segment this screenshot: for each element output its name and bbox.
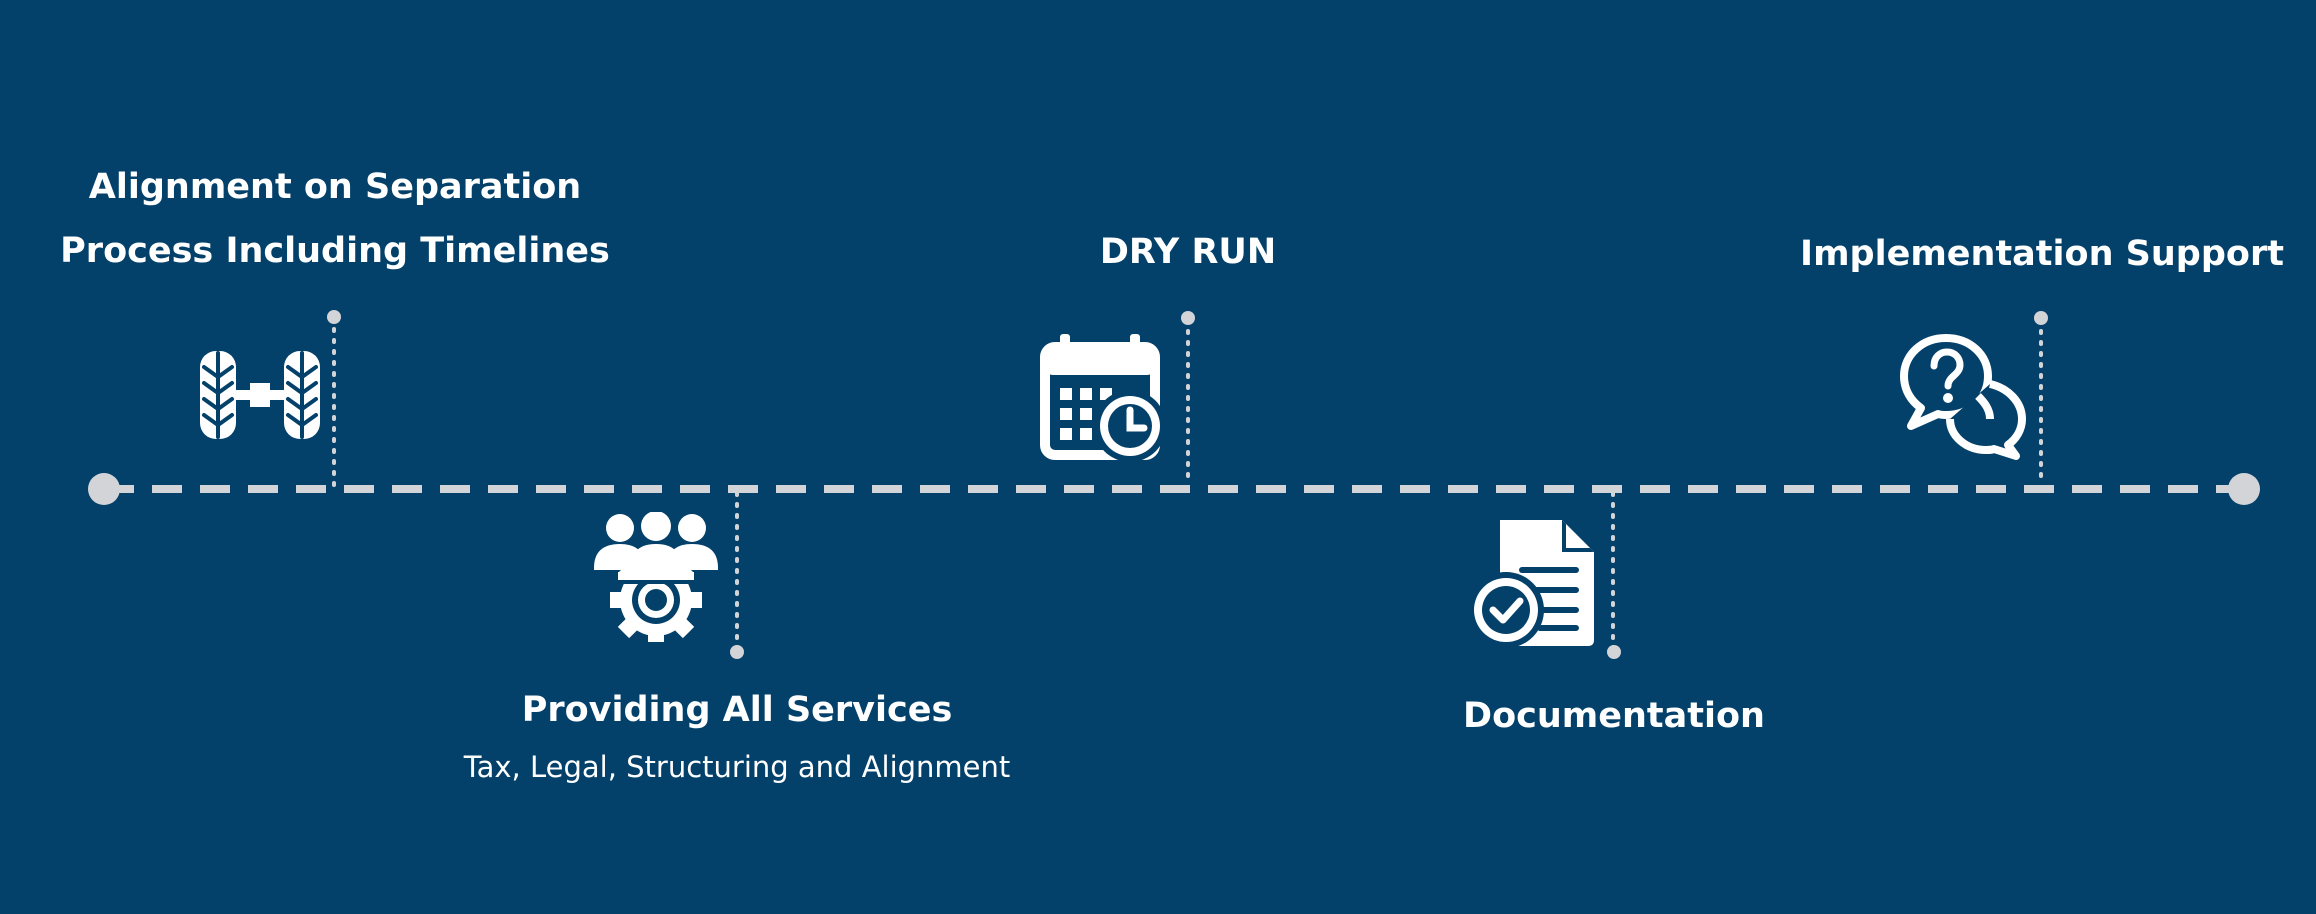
step-1-title-line-1: Alignment on Separation <box>88 167 582 207</box>
timeline-start-dot <box>88 473 120 505</box>
step-1-title: Alignment on Separation Process Includin… <box>40 155 630 283</box>
services-team-gear-icon <box>594 512 718 642</box>
connector-dot-step-1 <box>327 310 341 324</box>
step-2-title: Providing All Services <box>521 690 953 730</box>
step-1-title-line-2: Process Including Timelines <box>60 231 610 271</box>
connector-dot-step-4 <box>1607 645 1621 659</box>
calendar-clock-icon <box>1040 334 1166 462</box>
step-3-title: DRY RUN <box>1099 232 1277 272</box>
timeline-end-dot <box>2228 473 2260 505</box>
separation-alignment-icon <box>200 351 320 439</box>
document-check-icon <box>1470 520 1594 648</box>
step-4-title: Documentation <box>1463 696 1765 736</box>
question-chat-icon <box>1900 334 2026 460</box>
step-5-title: Implementation Support <box>1800 234 2284 274</box>
connector-dot-step-2 <box>730 645 744 659</box>
connector-dot-step-5 <box>2034 311 2048 325</box>
connector-dot-step-3 <box>1181 311 1195 325</box>
step-2-subtitle: Tax, Legal, Structuring and Alignment <box>463 750 1011 784</box>
